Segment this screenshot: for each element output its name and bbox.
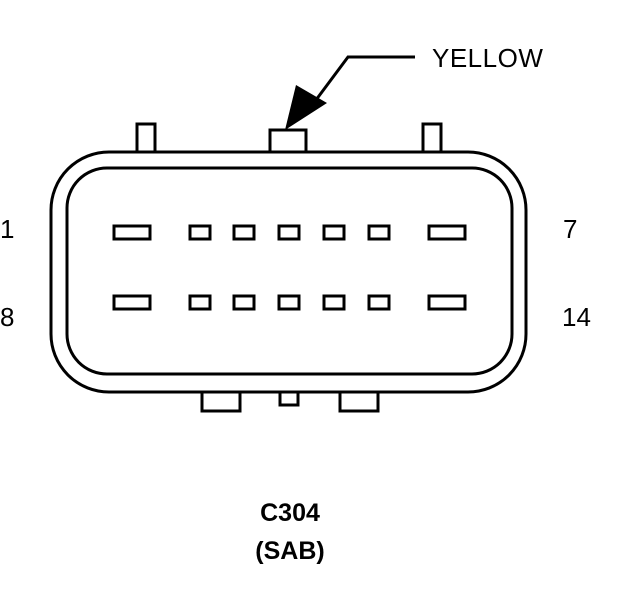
terminal-row-2 — [112, 294, 467, 311]
terminal-cavity — [188, 294, 212, 311]
terminal-cavity — [277, 224, 301, 241]
terminal-cavity — [367, 294, 391, 311]
pin-label-1: 1 — [0, 214, 15, 244]
terminal-cavity — [322, 224, 346, 241]
pin-label-7: 7 — [563, 214, 578, 244]
color-leader — [285, 55, 415, 130]
terminal-cavity — [322, 294, 346, 311]
pin-label-8: 8 — [0, 302, 15, 332]
terminal-cavity — [188, 224, 212, 241]
terminal-cavity — [232, 294, 256, 311]
connector-subtitle: (SAB) — [255, 537, 325, 565]
terminal-row-1 — [112, 224, 467, 241]
terminal-cavity — [277, 294, 301, 311]
terminal-cavity — [427, 294, 467, 311]
housing-inner — [65, 166, 514, 376]
terminal-cavity — [427, 224, 467, 241]
terminal-cavity — [112, 294, 152, 311]
pin-label-14: 14 — [562, 302, 591, 332]
leader-arrow-icon — [285, 85, 327, 130]
terminal-cavity — [367, 224, 391, 241]
terminal-cavity — [112, 224, 152, 241]
wire-color-label: YELLOW — [432, 43, 544, 73]
connector-id: C304 — [260, 499, 320, 527]
terminal-cavity — [232, 224, 256, 241]
